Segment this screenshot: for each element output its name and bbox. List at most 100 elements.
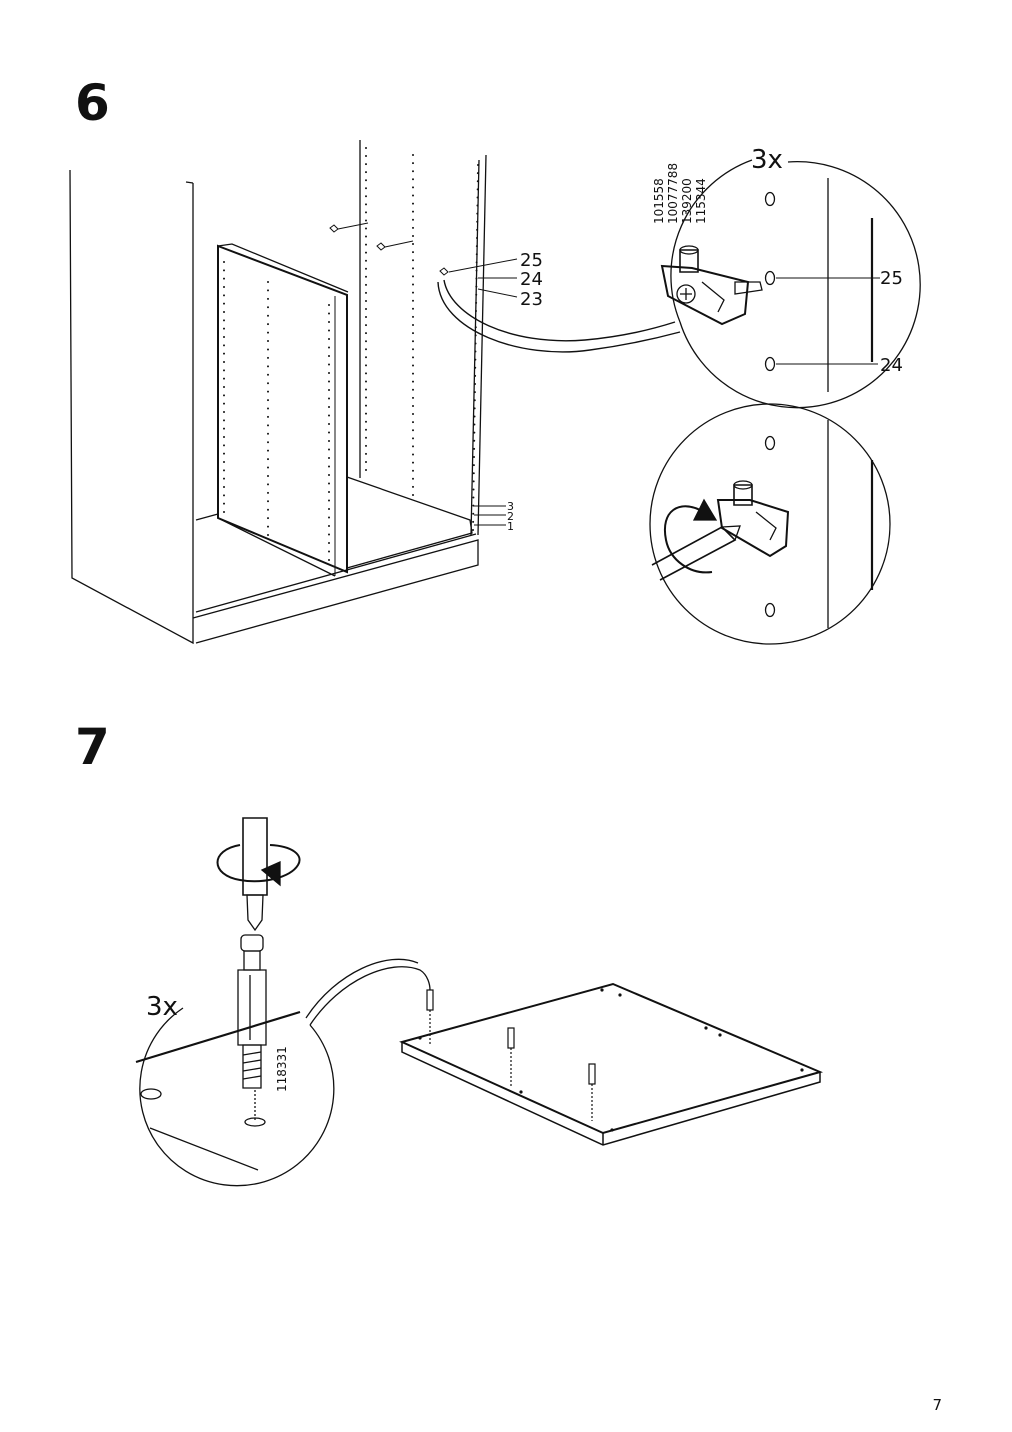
- pin-hole: [267, 525, 269, 528]
- pin-hole: [412, 202, 414, 205]
- pin-hole: [412, 315, 414, 318]
- pin-hole: [476, 212, 479, 215]
- shelf-panel-illustration: [399, 982, 824, 1146]
- pin-hole: [267, 432, 269, 435]
- panel-hole: [418, 1036, 422, 1040]
- pin-hole: [473, 423, 476, 426]
- pin-hole: [328, 508, 330, 510]
- pin-hole: [412, 291, 414, 294]
- pin-hole: [475, 285, 478, 288]
- pin-hole: [328, 533, 330, 536]
- part-number-7: 118331: [275, 1046, 289, 1092]
- pin-hole: [267, 458, 269, 461]
- shelf-pin-holes: [223, 147, 479, 561]
- pin-hole: [365, 187, 367, 190]
- pin-hole: [365, 275, 367, 278]
- pin-hole: [223, 294, 225, 297]
- pin-hole: [328, 363, 330, 366]
- pin-hole: [412, 356, 414, 359]
- pin-hole: [473, 439, 476, 442]
- pin-hole: [412, 194, 414, 197]
- pin-hole: [477, 164, 479, 166]
- pin-hole: [267, 517, 269, 520]
- pin-hole: [412, 388, 414, 391]
- pin-hole: [412, 178, 414, 181]
- pin-hole: [365, 364, 367, 367]
- cam-dowels-on-panel: [426, 989, 596, 1121]
- magnifier-detail-2: [649, 403, 891, 645]
- pin-hole: [365, 316, 367, 319]
- pin-hole: [223, 427, 225, 430]
- pin-hole: [328, 431, 330, 434]
- pin-hole: [223, 361, 225, 363]
- pin-hole: [328, 304, 330, 306]
- detail-callout-25: 25: [880, 268, 903, 289]
- pin-hole: [475, 277, 478, 280]
- pin-hole: [267, 348, 269, 351]
- pin-hole: [365, 428, 367, 431]
- pin-hole: [365, 452, 367, 455]
- pin-hole: [365, 203, 367, 206]
- pin-hole: [267, 365, 269, 368]
- pin-hole: [412, 332, 414, 335]
- pin-hole: [476, 172, 479, 175]
- pin-hole: [412, 348, 414, 351]
- pin-hole: [223, 502, 225, 505]
- pin-hole: [412, 251, 414, 254]
- pin-hole: [412, 226, 414, 229]
- pin-hole: [472, 472, 475, 475]
- pin-hole: [223, 286, 225, 288]
- pin-hole: [223, 394, 225, 397]
- panel-hole: [718, 1033, 722, 1037]
- pin-hole: [412, 485, 414, 488]
- part-number-2: 10077788: [666, 163, 680, 224]
- pin-hole: [412, 413, 414, 416]
- pin-hole: [412, 396, 414, 399]
- detail-callout-24: 24: [880, 355, 903, 376]
- pin-hole: [365, 291, 367, 294]
- part-number-4: 115344: [694, 178, 708, 224]
- pin-hole: [365, 179, 367, 182]
- pin-hole: [412, 380, 414, 383]
- level-1-label: 1: [507, 520, 514, 533]
- pin-hole: [328, 516, 330, 519]
- pin-hole: [365, 155, 367, 158]
- pin-hole: [365, 412, 367, 415]
- pin-hole: [412, 494, 414, 496]
- pin-hole: [365, 308, 367, 310]
- pin-hole: [267, 331, 269, 334]
- pin-hole: [267, 382, 269, 385]
- pin-hole: [223, 411, 225, 413]
- pin-hole: [476, 188, 479, 191]
- pin-hole: [365, 283, 367, 286]
- pin-hole: [365, 324, 367, 327]
- pin-hole: [476, 196, 479, 199]
- pin-hole: [476, 228, 479, 231]
- pin-hole: [412, 259, 414, 262]
- pin-hole: [223, 402, 225, 405]
- pin-hole: [328, 491, 330, 493]
- detail-quantity-6: 3x: [751, 145, 783, 175]
- pin-hole: [365, 171, 367, 174]
- panel-hole: [600, 988, 604, 992]
- pin-hole: [472, 464, 475, 467]
- pin-hole: [474, 374, 477, 377]
- pin-hole: [476, 220, 479, 223]
- pin-hole: [328, 312, 330, 315]
- pin-hole: [412, 162, 414, 165]
- level-3-label: 3: [507, 500, 514, 513]
- pin-hole: [474, 383, 476, 385]
- pin-hole: [412, 421, 414, 424]
- pin-hole: [267, 415, 269, 418]
- level-2-label: 2: [507, 510, 514, 523]
- pin-hole: [365, 348, 367, 351]
- pin-hole: [473, 456, 475, 458]
- pin-hole: [412, 299, 414, 302]
- pin-hole: [328, 525, 330, 527]
- pin-hole: [412, 437, 414, 440]
- pin-hole: [223, 352, 225, 355]
- pin-hole: [412, 243, 414, 246]
- step-6-number: 6: [75, 74, 110, 132]
- shelf-pins-inserted: [329, 222, 449, 276]
